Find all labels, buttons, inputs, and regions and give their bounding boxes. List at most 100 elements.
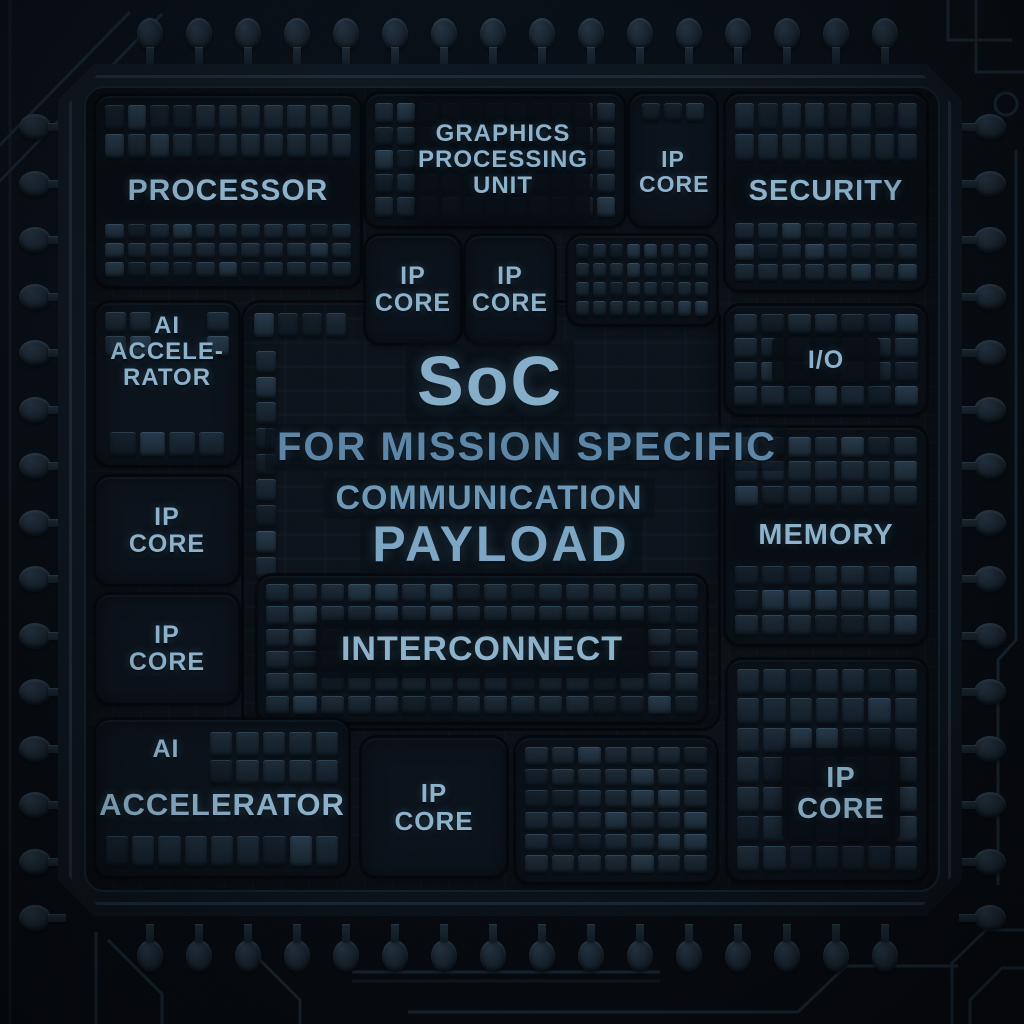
- grid-cell: [657, 855, 681, 873]
- grid-cell: [842, 698, 865, 724]
- chip-pin: [529, 924, 555, 972]
- ip-core-mid-a-label-line2: CORE: [374, 288, 452, 317]
- grid-cell: [895, 314, 918, 334]
- grid-cell: [686, 103, 704, 121]
- security-label-band: SECURITY: [735, 167, 917, 217]
- chip-pin: [382, 924, 408, 972]
- grid-cell: [264, 133, 283, 158]
- grid-cell: [127, 133, 147, 158]
- grid-cell: [874, 103, 894, 130]
- grid-cell: [293, 584, 317, 603]
- ip-core-top-label-line1: IP: [661, 146, 685, 173]
- grid-cell: [684, 833, 707, 852]
- grid-cell: [894, 437, 917, 458]
- grid-cell: [293, 695, 317, 714]
- chip-pin: [578, 924, 604, 972]
- grid-cell: [266, 651, 290, 670]
- grid-cell: [254, 313, 274, 337]
- grid-cell: [815, 845, 839, 871]
- grid-cell: [320, 584, 344, 603]
- chip-pin: [235, 18, 261, 65]
- grid-cell: [620, 695, 644, 714]
- block-ip-core-top: IP CORE: [630, 94, 716, 226]
- chip-pin: [431, 924, 457, 972]
- ip-core-mid-b-label-line1: IP: [497, 261, 523, 290]
- grid-cell: [578, 790, 601, 808]
- grid-cell: [758, 223, 778, 240]
- grid-cell: [173, 262, 192, 277]
- chip-pin: [774, 924, 800, 972]
- chip-pin: [959, 905, 1006, 931]
- grid-cell: [735, 485, 758, 506]
- grid-cell: [375, 150, 394, 170]
- ai-accel-bottom-cells-bottom: [106, 836, 338, 866]
- grid-cell: [627, 282, 640, 297]
- grid-cell: [105, 243, 124, 258]
- chip-pin: [725, 18, 751, 65]
- chip-pin: [959, 792, 1006, 818]
- grid-cell: [789, 669, 812, 695]
- grid-cell: [897, 103, 917, 130]
- grid-cell: [293, 673, 317, 692]
- ip-core-left-b-label-line2: CORE: [128, 648, 206, 676]
- grid-cell: [241, 224, 261, 239]
- grid-cell: [761, 614, 785, 635]
- grid-cell: [760, 386, 784, 406]
- grid-cell: [695, 263, 708, 278]
- grid-cell: [264, 105, 283, 130]
- grid-cell: [375, 173, 394, 194]
- ip-core-bottom-label-line2: CORE: [394, 806, 474, 836]
- grid-cell: [604, 833, 628, 852]
- grid-cell: [781, 264, 801, 281]
- ip-core-top-label-line2: CORE: [639, 171, 710, 197]
- chip-pin: [959, 509, 1006, 536]
- grid-cell: [402, 695, 426, 714]
- chip-pin: [19, 509, 66, 536]
- grid-cell: [195, 105, 215, 130]
- security-grid-top: [735, 103, 917, 161]
- grid-cell: [256, 351, 276, 373]
- grid-cell: [735, 134, 755, 161]
- grid-cell: [874, 223, 894, 240]
- grid-cell: [169, 432, 195, 456]
- block-ip-core-mid-b: IP CORE: [466, 236, 554, 343]
- security-label: SECURITY: [748, 175, 904, 208]
- chip-pin: [19, 114, 66, 140]
- grid-cell: [610, 301, 623, 316]
- grid-cell: [661, 263, 674, 278]
- grid-cell: [264, 262, 283, 277]
- grid-cell: [293, 606, 317, 625]
- grid-cell: [397, 197, 416, 217]
- ai-accel-bottom-label-line1: AI: [152, 735, 180, 763]
- block-gpu: GRAPHICS PROCESSING UNIT: [366, 94, 624, 226]
- grid-cell: [576, 263, 589, 278]
- grid-cell: [315, 732, 338, 756]
- grid-cell: [627, 301, 640, 316]
- grid-cell: [737, 757, 760, 783]
- grid-cell: [815, 669, 839, 695]
- grid-cell: [644, 301, 657, 316]
- grid-cell: [788, 437, 811, 458]
- grid-cell: [173, 224, 192, 239]
- grid-cell: [661, 301, 674, 316]
- chip-pin: [19, 340, 66, 366]
- gpu-label-line1: GRAPHICS: [435, 120, 571, 148]
- grid-cell: [132, 836, 155, 866]
- soc-title: SoC: [405, 340, 575, 422]
- grid-cell: [289, 836, 312, 866]
- grid-cell: [402, 584, 426, 603]
- grid-cell: [375, 103, 394, 123]
- grid-cell: [897, 264, 917, 281]
- grid-cell: [804, 103, 824, 130]
- chip-pin: [627, 18, 653, 65]
- chip-pin: [19, 905, 66, 931]
- grid-cell: [684, 855, 707, 873]
- grid-cell: [576, 301, 589, 316]
- grid-cell: [814, 590, 838, 611]
- grid-cell: [842, 845, 865, 871]
- grid-cell: [565, 584, 589, 603]
- grid-cell: [787, 386, 811, 406]
- chip-pin: [480, 924, 506, 972]
- grid-cell: [484, 695, 508, 714]
- grid-cell: [604, 855, 628, 873]
